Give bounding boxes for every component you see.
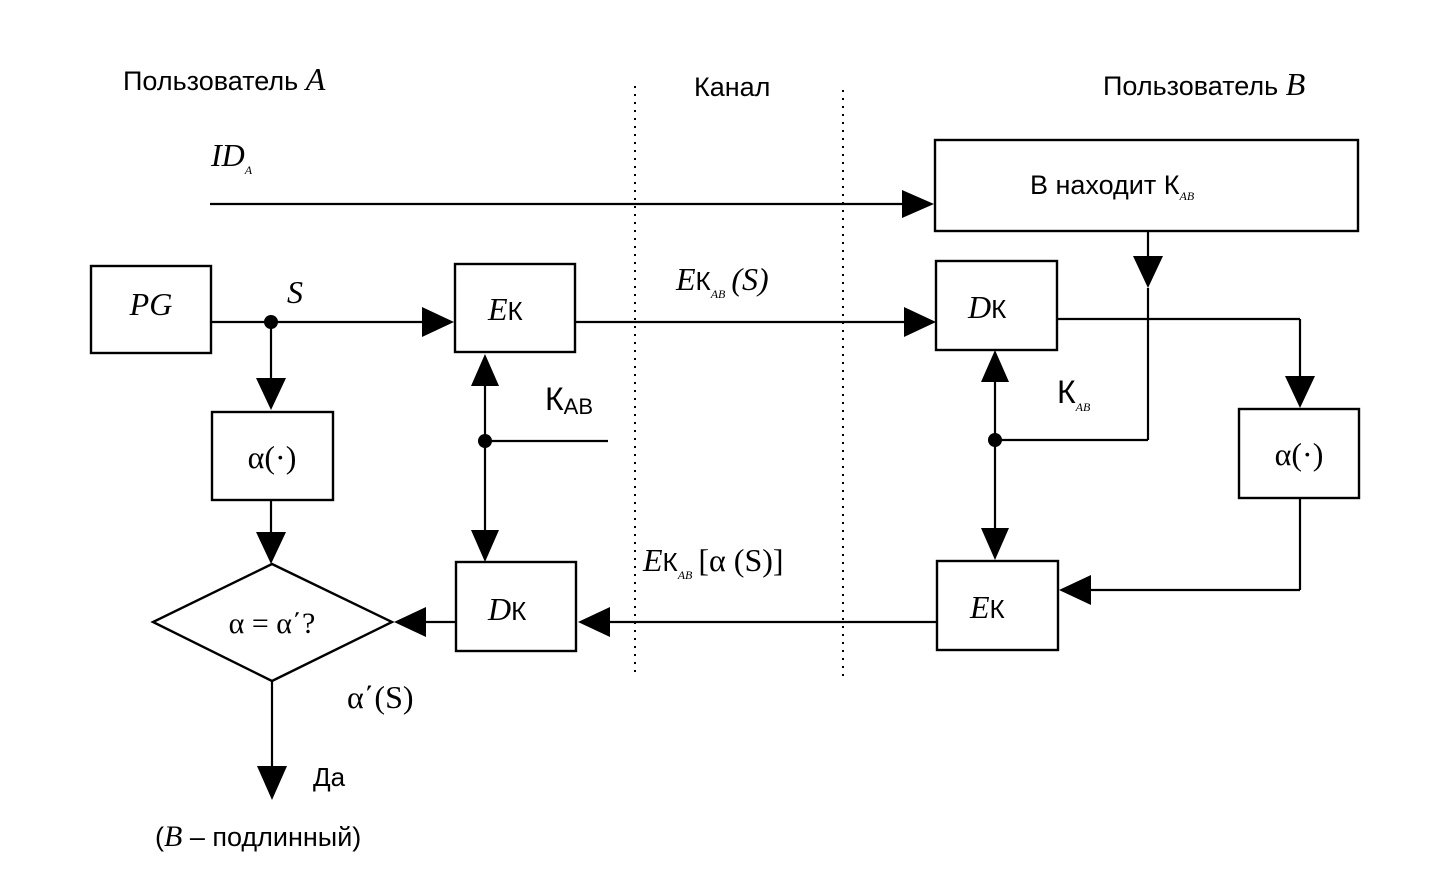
a-key-junction [478,434,492,448]
user-a-header: Пользователь A [123,61,326,97]
pg-box [89,264,213,355]
alpha-b-to-ek-arrowhead [1059,575,1091,605]
dk-a-label: DК [487,591,526,627]
compare-to-yes-arrowhead [257,766,287,800]
ek-b-box [935,559,1060,652]
alpha-b-label: α(·) [1275,436,1324,472]
dk-a-box [454,560,578,653]
compare-label: α = α΄? [229,607,316,640]
id-a-arrowhead [902,190,934,218]
dk-a-to-compare-arrowhead [394,607,426,637]
alpha-a-box [210,410,335,502]
b-finds-key-label: В находит КAB [1030,170,1195,203]
dk-b-to-alpha-arrowhead [1285,376,1315,408]
yes-label: Да [313,762,346,792]
a-key-to-ek-arrowhead [471,354,499,386]
user-b-header: Пользователь B [1103,66,1305,102]
ek-b-label: EК [969,589,1005,625]
alpha-a-to-compare-arrowhead [256,532,286,564]
channel-header: Канал [694,72,770,102]
id-a-label: IDA [210,137,253,177]
s-to-alpha-arrowhead [256,378,286,410]
b-key-arrowhead [1133,256,1163,288]
result-label: (B – подлинный) [155,820,361,853]
a-key-label: КAB [545,381,593,419]
s-arrowhead [422,307,454,337]
b-finds-key-box [933,138,1360,233]
msg-bottom-arrowhead [578,607,610,637]
b-key-label: КAB [1057,374,1091,414]
ek-a-box [453,262,577,354]
ek-a-label: EК [487,291,523,327]
a-key-to-dk-arrowhead [471,530,499,562]
alpha-b-box [1237,407,1361,500]
b-key-to-ek-arrowhead [981,528,1009,560]
msg-top-label: EКAB(S) [675,261,769,301]
alpha-a-label: α(·) [248,439,297,475]
s-label: S [287,274,303,310]
alpha-prime-label: α΄(S) [347,679,414,715]
b-key-to-dk-arrowhead [981,350,1009,382]
dk-b-label: DК [967,289,1006,325]
msg-bottom-label: EКAB[α (S)] [642,542,784,582]
dk-b-box [934,259,1059,352]
msg-top-arrowhead [904,307,936,337]
pg-label: PG [129,286,173,322]
